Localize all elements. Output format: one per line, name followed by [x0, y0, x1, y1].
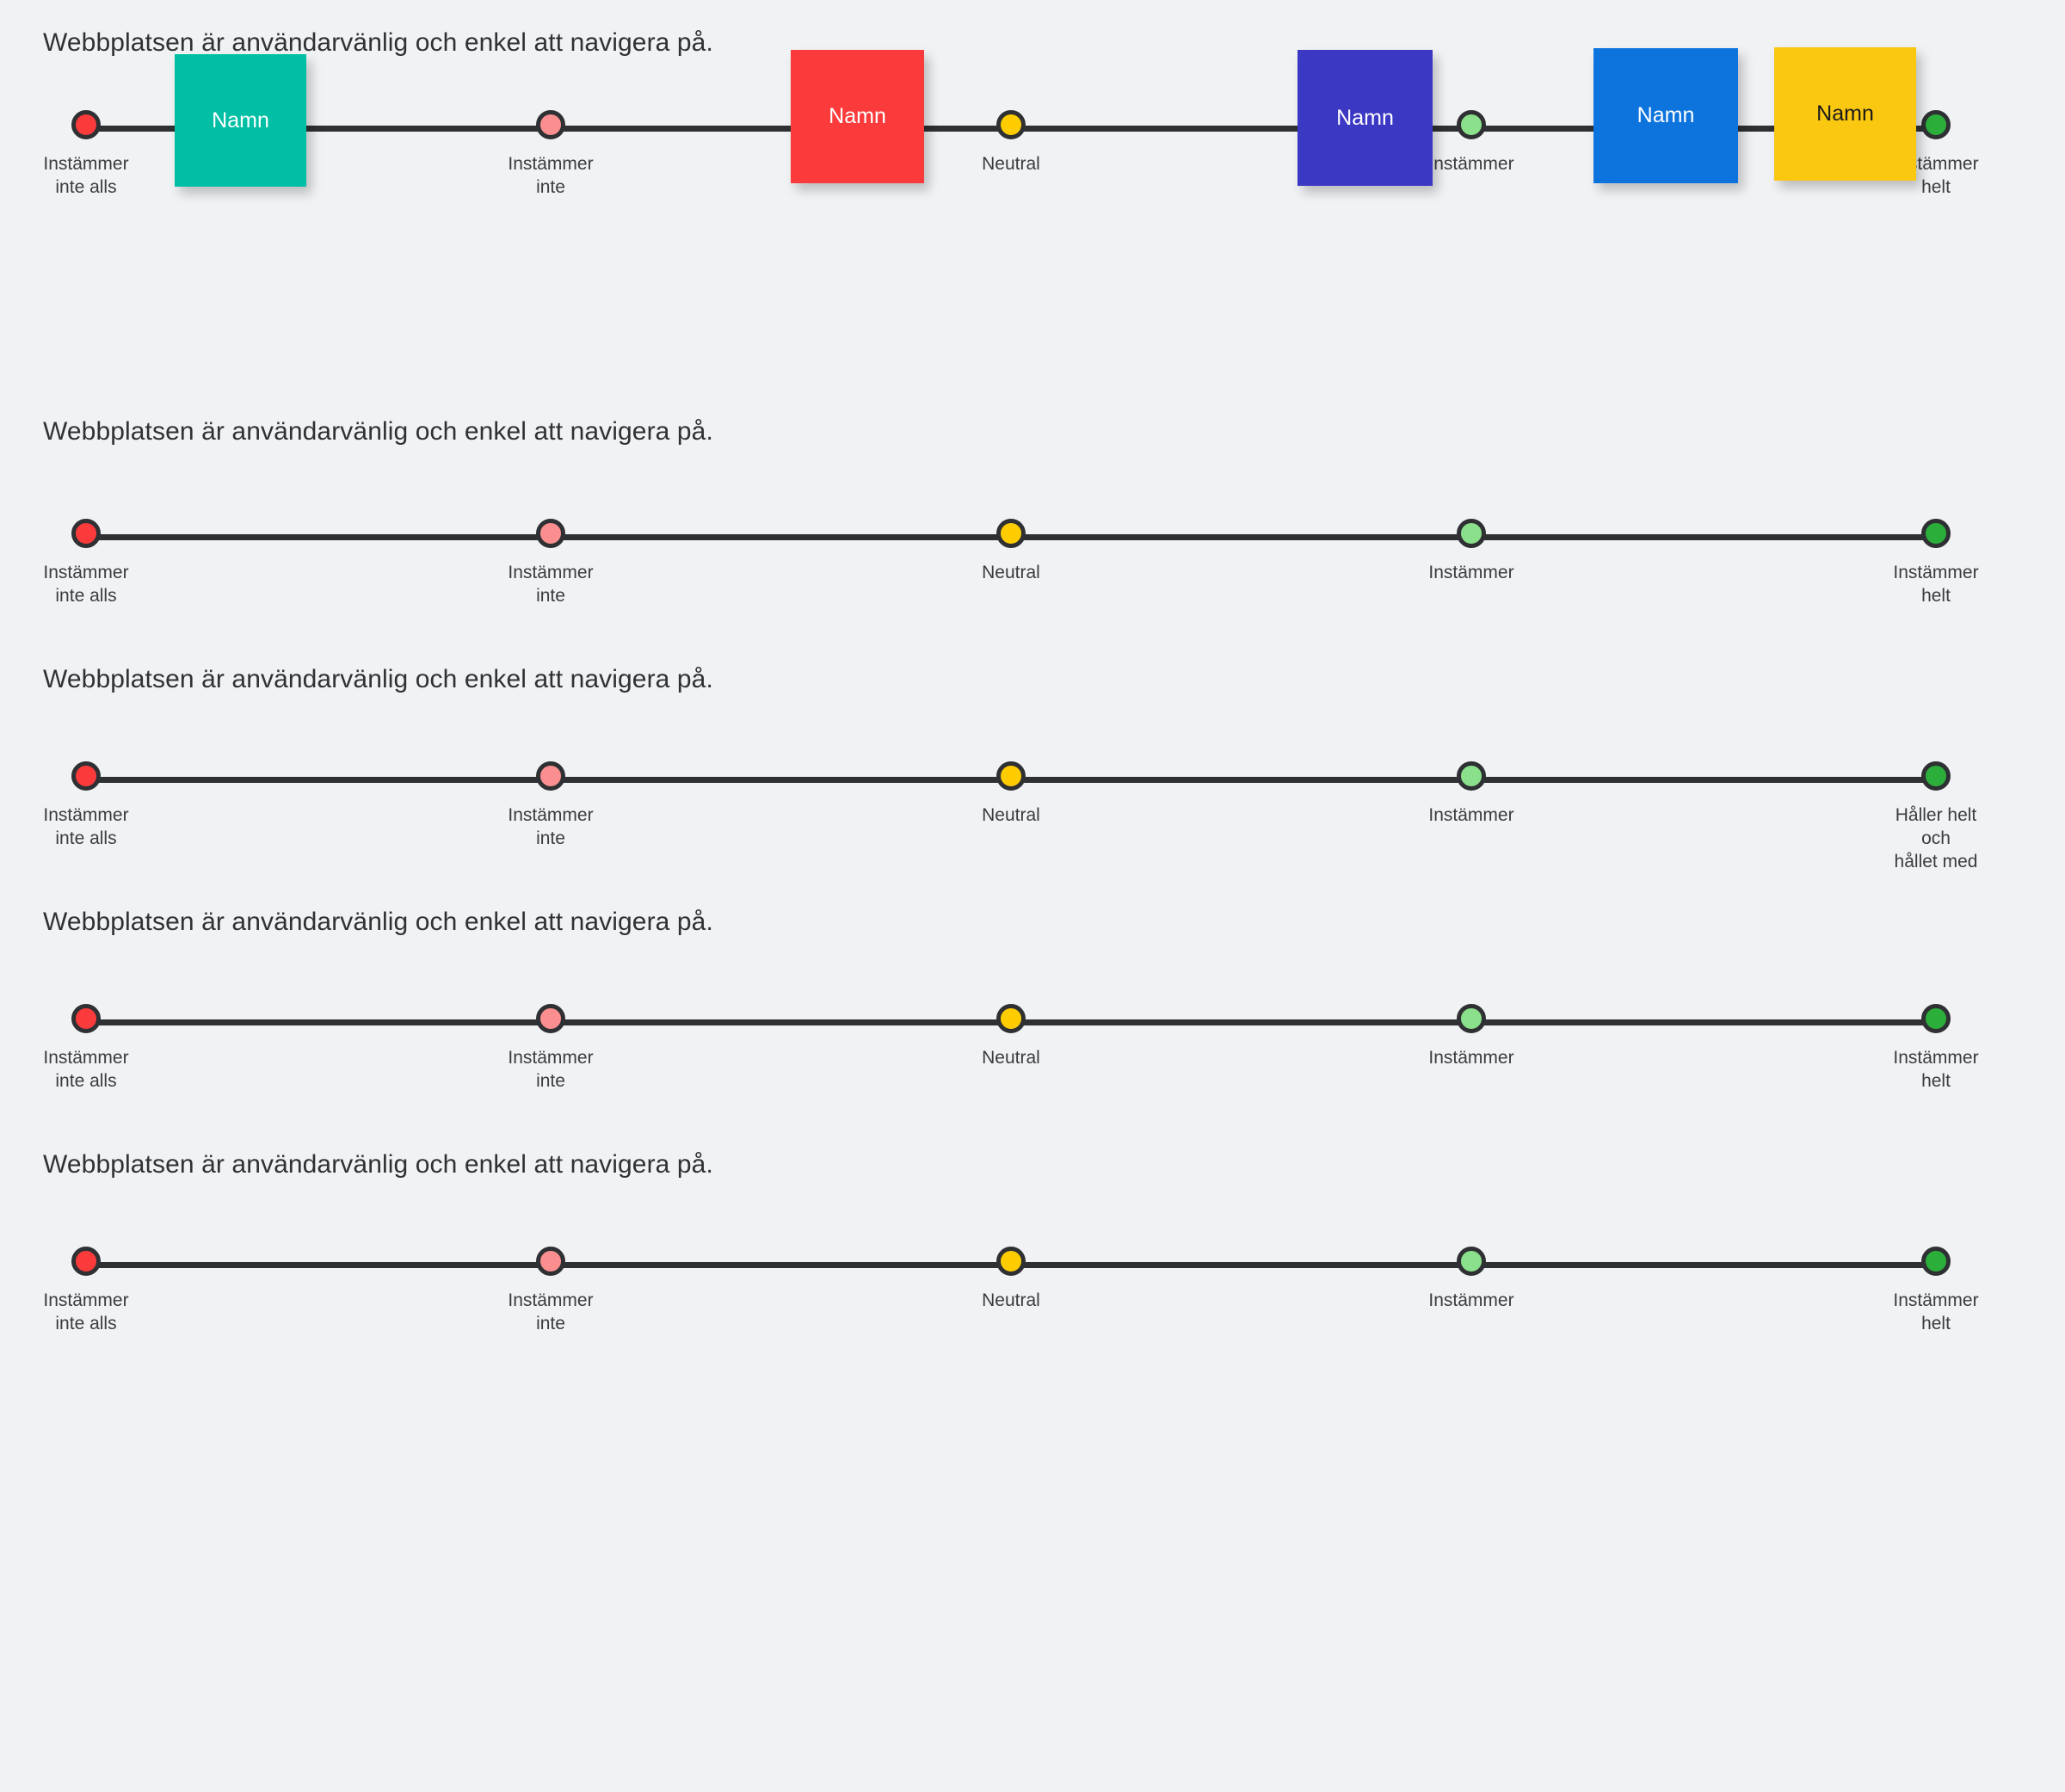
- sticky-note-label: Namn: [1816, 102, 1874, 126]
- likert-scale: Instämmer inte alls Instämmer inte Neutral…: [0, 47, 2065, 202]
- scale-point-1[interactable]: [71, 110, 101, 139]
- scale-point-2[interactable]: [536, 1004, 565, 1033]
- scale-point-label: Instämmer inte: [508, 1290, 594, 1333]
- question-title: Webbplatsen är användarvänlig och enkel …: [43, 28, 713, 57]
- scale-point-label: Instämmer helt: [1893, 563, 1979, 606]
- scale-point-2[interactable]: [536, 519, 565, 548]
- scale-point-3[interactable]: [996, 110, 1026, 139]
- likert-scale: Instämmer inte alls Instämmer inte Neutral…: [0, 1235, 2065, 1339]
- scale-point-5[interactable]: [1921, 110, 1951, 139]
- scale-point-label: Neutral: [982, 1290, 1040, 1310]
- scale-point-5[interactable]: [1921, 519, 1951, 548]
- scale-point-label: Instämmer inte: [508, 805, 594, 848]
- scale-point-5[interactable]: [1921, 1247, 1951, 1276]
- scale-point-label: Instämmer helt: [1893, 1048, 1979, 1091]
- scale-point-1[interactable]: [71, 1004, 101, 1033]
- scale-point-label: Instämmer: [1428, 1048, 1514, 1068]
- question-title: Webbplatsen är användarvänlig och enkel …: [43, 417, 713, 446]
- scale-point-1[interactable]: [71, 1247, 101, 1276]
- scale-point-4[interactable]: [1457, 1004, 1486, 1033]
- sticky-note[interactable]: Namn: [1774, 47, 1916, 181]
- sticky-note[interactable]: Namn: [791, 50, 924, 183]
- scale-point-label: Håller helt och hållet med: [1894, 805, 1978, 871]
- scale-point-label: Neutral: [982, 563, 1040, 582]
- scale-point-4[interactable]: [1457, 1247, 1486, 1276]
- scale-point-label: Instämmer: [1428, 1290, 1514, 1310]
- likert-scale: Instämmer inte alls Instämmer inte Neutral…: [0, 508, 2065, 611]
- scale-point-label: Neutral: [982, 154, 1040, 174]
- scale-point-4[interactable]: [1457, 110, 1486, 139]
- sticky-note[interactable]: Namn: [175, 54, 306, 187]
- scale-point-label: Instämmer inte: [508, 1048, 594, 1091]
- scale-point-2[interactable]: [536, 110, 565, 139]
- scale-point-5[interactable]: [1921, 761, 1951, 791]
- scale-point-label: Instämmer inte: [508, 154, 594, 197]
- scale-point-label: Instämmer inte alls: [43, 154, 129, 197]
- scale-point-3[interactable]: [996, 1004, 1026, 1033]
- sticky-note-label: Namn: [829, 104, 886, 128]
- scale-point-3[interactable]: [996, 1247, 1026, 1276]
- scale-point-3[interactable]: [996, 761, 1026, 791]
- question-title: Webbplatsen är användarvänlig och enkel …: [43, 1150, 713, 1179]
- question-title: Webbplatsen är användarvänlig och enkel …: [43, 665, 713, 693]
- sticky-note[interactable]: Namn: [1593, 48, 1738, 183]
- scale-point-label: Instämmer inte alls: [43, 1290, 129, 1333]
- scale-point-2[interactable]: [536, 1247, 565, 1276]
- scale-point-label: Instämmer: [1428, 805, 1514, 825]
- scale-point-label: Instämmer: [1428, 154, 1514, 174]
- sticky-note[interactable]: Namn: [1298, 50, 1433, 186]
- scale-point-label: Instämmer inte alls: [43, 805, 129, 848]
- likert-scale: Instämmer inte alls Instämmer inte Neutral…: [0, 993, 2065, 1096]
- sticky-note-label: Namn: [212, 108, 269, 132]
- scale-point-4[interactable]: [1457, 519, 1486, 548]
- scale-point-3[interactable]: [996, 519, 1026, 548]
- scale-point-label: Instämmer inte: [508, 563, 594, 606]
- scale-point-label: Neutral: [982, 805, 1040, 825]
- scale-point-1[interactable]: [71, 519, 101, 548]
- scale-point-label: Neutral: [982, 1048, 1040, 1068]
- scale-point-label: Instämmer helt: [1893, 1290, 1979, 1333]
- scale-point-label: Instämmer inte alls: [43, 563, 129, 606]
- scale-point-2[interactable]: [536, 761, 565, 791]
- scale-point-label: Instämmer: [1428, 563, 1514, 582]
- scale-point-label: Instämmer inte alls: [43, 1048, 129, 1091]
- scale-point-1[interactable]: [71, 761, 101, 791]
- scale-point-5[interactable]: [1921, 1004, 1951, 1033]
- scale-point-4[interactable]: [1457, 761, 1486, 791]
- sticky-note-label: Namn: [1637, 103, 1695, 127]
- question-title: Webbplatsen är användarvänlig och enkel …: [43, 908, 713, 936]
- likert-scale: Instämmer inte alls Instämmer inte Neutral…: [0, 750, 2065, 871]
- sticky-note-label: Namn: [1336, 105, 1394, 130]
